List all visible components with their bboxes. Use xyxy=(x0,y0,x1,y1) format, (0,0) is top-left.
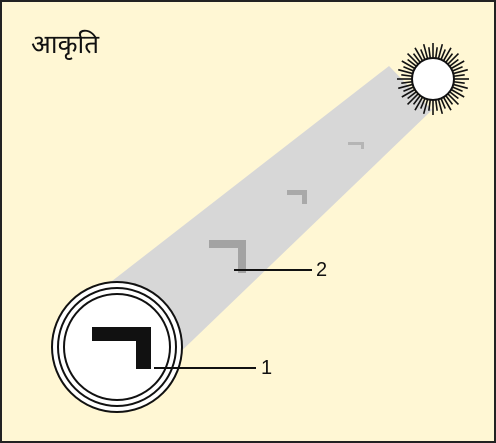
figure-title: आकृति xyxy=(31,32,99,58)
sun-icon xyxy=(412,58,454,100)
callout-label-2: 2 xyxy=(316,260,327,280)
callout-label-1: 1 xyxy=(261,358,272,378)
lens-inner-ring xyxy=(64,294,170,400)
